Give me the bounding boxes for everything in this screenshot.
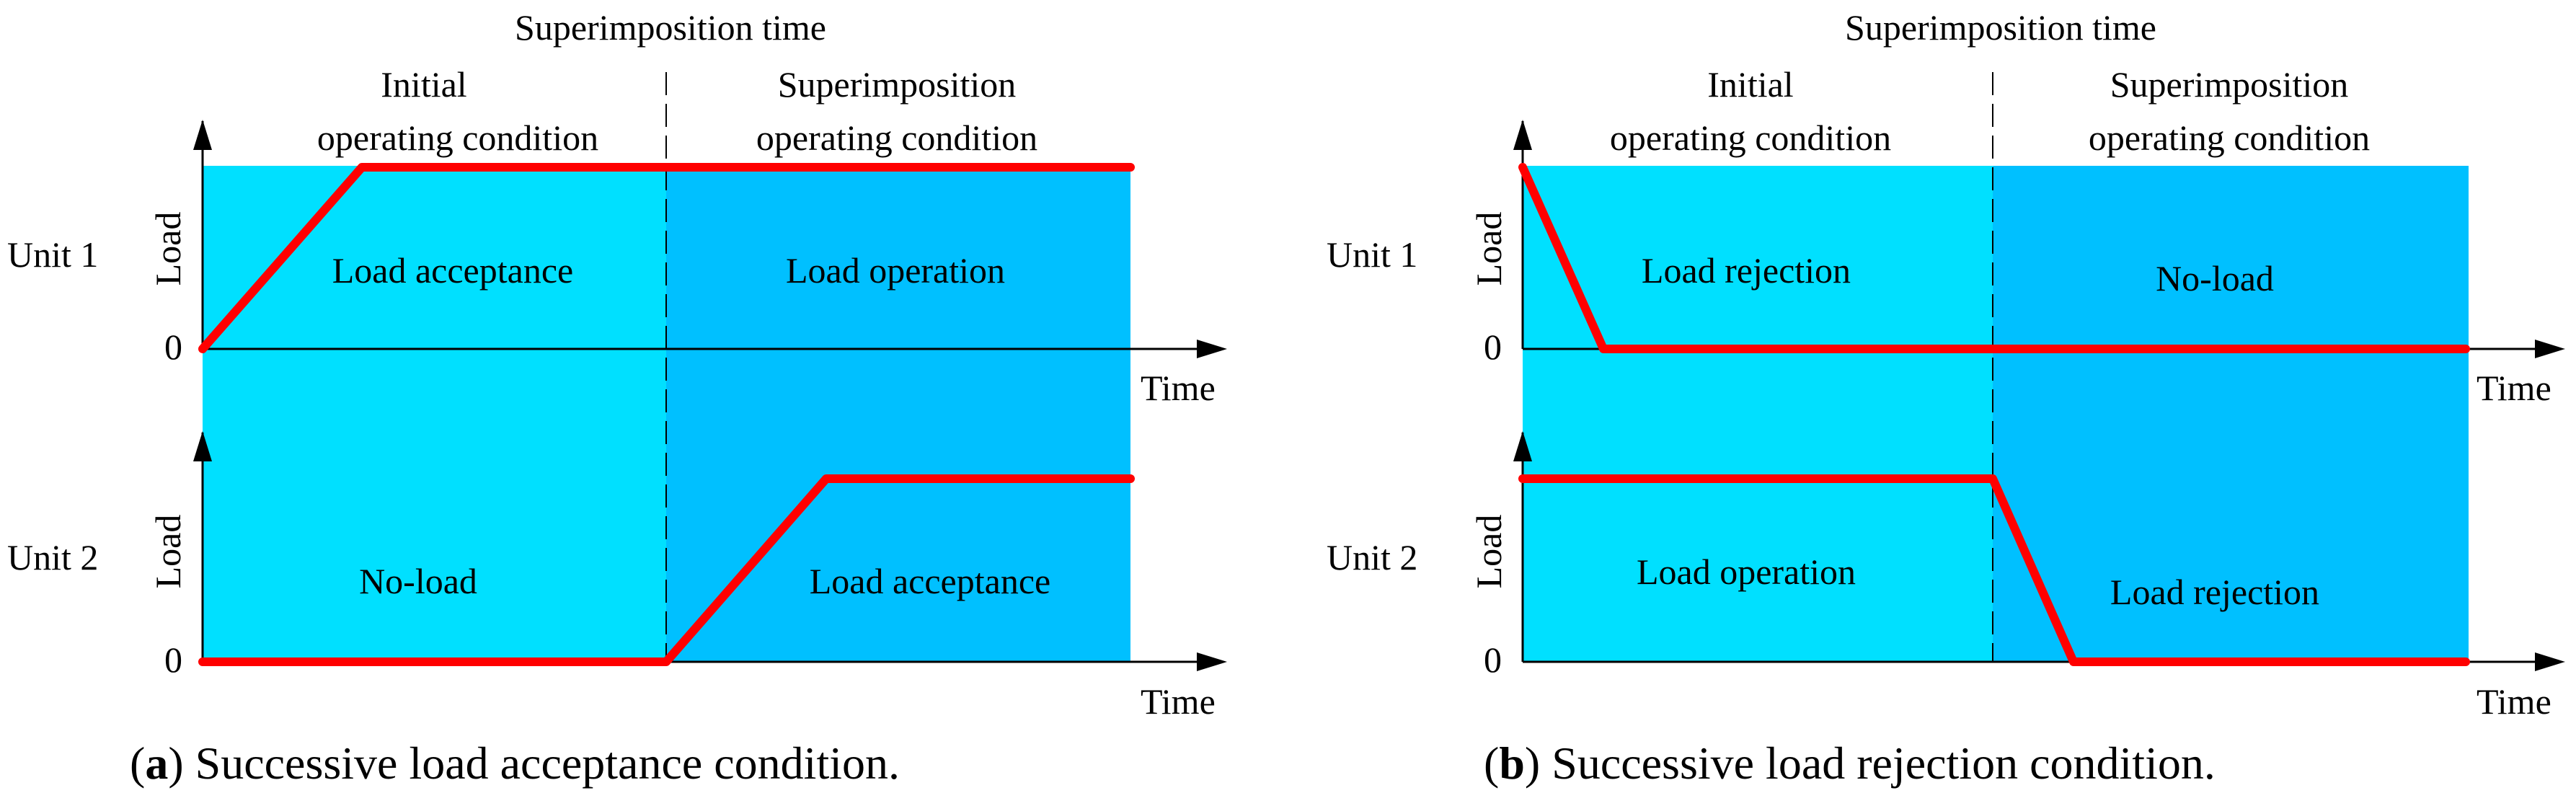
panel-b-unit2-zero: 0 (1484, 639, 1502, 680)
panel-b-unit1-initial-state: Load rejection (1642, 250, 1851, 291)
panel-a: Superimposition time Initial operating c… (7, 7, 1227, 789)
panel-b-caption: (b) Successive load rejection condition. (1484, 738, 2216, 789)
panel-a-unit2-x-arrow (1197, 652, 1227, 671)
panel-a-unit2-label: Unit 2 (7, 537, 98, 577)
panel-b-unit1-y-arrow (1513, 120, 1532, 150)
panel-a-unit1-zero: 0 (164, 327, 182, 367)
panel-b-superimposition-label-line2: operating condition (2089, 118, 2370, 158)
panel-b-unit2-x-arrow (2535, 652, 2565, 671)
panel-b-unit2-initial-state: Load operation (1637, 552, 1856, 592)
panel-a-superimposition-label-line2: operating condition (756, 118, 1037, 158)
panel-b-unit1-time-label: Time (2477, 368, 2551, 408)
panel-a-unit1-load-curve (198, 163, 1135, 353)
panel-b-unit2-time-label: Time (2477, 681, 2551, 722)
panel-a-superimposition-label-line1: Superimposition (778, 64, 1017, 105)
panel-b-unit1-super-state: No-load (2156, 258, 2274, 298)
panel-a-unit2-y-arrow (193, 431, 212, 461)
panel-b-unit1-zero: 0 (1484, 327, 1502, 367)
panel-a-unit2-y-label: Load (148, 515, 188, 589)
panel-b-header: Superimposition time (1845, 7, 2156, 48)
panel-a-unit1-y-arrow (193, 120, 212, 150)
panel-b-superimposition-label-line1: Superimposition (2110, 64, 2349, 105)
panel-b-unit1-y-label: Load (1469, 212, 1509, 286)
panel-a-caption-letter: a (145, 738, 168, 789)
panel-a-unit2-load-curve (198, 474, 1135, 666)
panel-b-initial-region (1523, 166, 1993, 662)
panel-b-unit2-label: Unit 2 (1327, 537, 1417, 577)
panel-a-unit2-zero: 0 (164, 639, 182, 680)
panel-b-unit1-x-arrow (2535, 340, 2565, 358)
panel-b-caption-text: Successive load rejection condition. (1540, 738, 2216, 789)
panel-b-initial-label-line1: Initial (1707, 64, 1793, 105)
panel-a-unit2-initial-state: No-load (359, 561, 477, 601)
panel-b-caption-letter: b (1499, 738, 1525, 789)
panel-a-unit1-time-label: Time (1141, 368, 1216, 408)
panel-b-initial-label-line2: operating condition (1610, 118, 1891, 158)
panel-b-unit2-y-label: Load (1469, 515, 1509, 589)
panel-a-unit2-time-label: Time (1141, 681, 1216, 722)
panel-a-header: Superimposition time (515, 7, 826, 48)
panel-b-unit1-load-curve (1518, 163, 2470, 353)
panel-a-caption-text: Successive load acceptance condition. (184, 738, 900, 789)
panel-a-unit1-super-state: Load operation (786, 250, 1005, 291)
panel-b-superimposition-region (1993, 166, 2469, 662)
panel-a-unit1-x-arrow (1197, 340, 1227, 358)
panel-b: Superimposition time Initial operating c… (1327, 7, 2565, 789)
panel-a-caption: (a) Successive load acceptance condition… (130, 738, 900, 789)
panel-b-unit1-label: Unit 1 (1327, 234, 1417, 275)
panel-a-unit1-label: Unit 1 (7, 234, 98, 275)
panel-a-initial-label-line2: operating condition (317, 118, 598, 158)
panel-b-unit2-y-arrow (1513, 431, 1532, 461)
panel-b-unit2-super-state: Load rejection (2110, 572, 2319, 612)
panel-a-unit1-y-label: Load (148, 212, 188, 286)
panel-a-initial-region (203, 166, 666, 662)
panel-a-initial-label-line1: Initial (381, 64, 466, 105)
panel-b-unit2-load-curve (1518, 474, 2470, 666)
panel-a-unit2-super-state: Load acceptance (810, 561, 1050, 601)
panel-a-unit1-initial-state: Load acceptance (332, 250, 573, 291)
